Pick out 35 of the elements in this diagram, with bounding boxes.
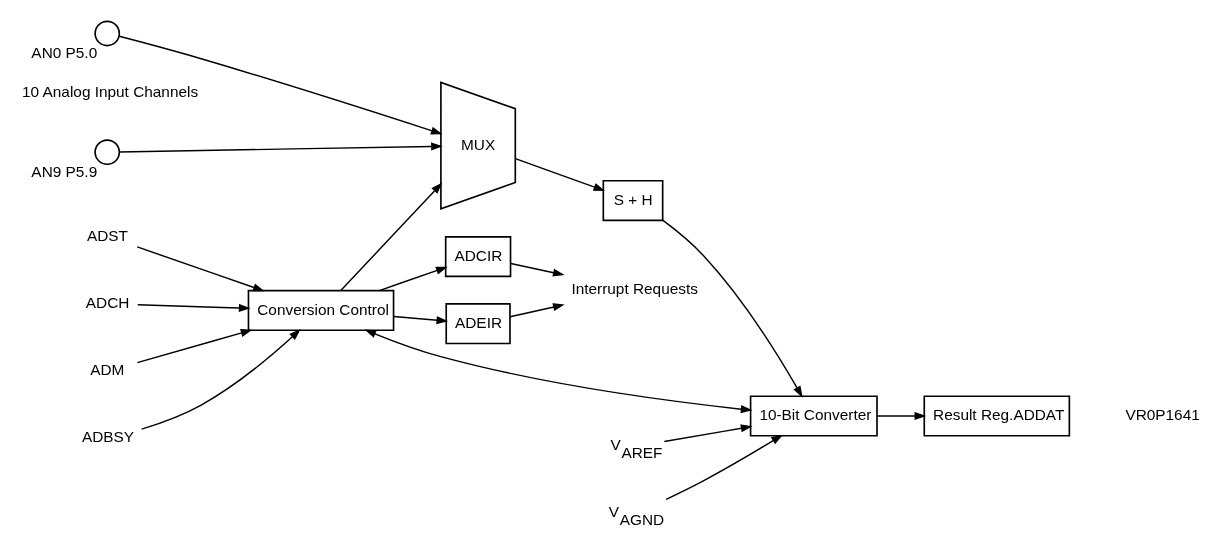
arrow — [340, 182, 443, 291]
arrow — [510, 262, 565, 277]
node-text: ADM — [90, 360, 125, 378]
arrow — [392, 315, 449, 324]
node-label: AN0 P5.0 — [31, 43, 98, 61]
node-label: AN9 P5.9 — [31, 162, 98, 180]
arrow — [141, 328, 301, 430]
label: 10 Analog Input Channels — [22, 82, 199, 100]
node-text: ADST — [86, 226, 128, 244]
arrow — [661, 218, 803, 398]
arrow — [136, 245, 265, 291]
node-circle — [94, 138, 121, 165]
node-box: Result Reg.ADDAT — [923, 394, 1071, 437]
arrow — [509, 302, 565, 317]
node-box: ADEIR — [445, 302, 511, 344]
arrow — [514, 157, 606, 191]
node-text: ADCH — [85, 293, 130, 311]
node-circle — [94, 20, 121, 46]
arrow — [876, 411, 927, 420]
node-box: MUX — [440, 80, 517, 210]
node-box: 10-Bit Converter — [749, 394, 878, 437]
arrow — [137, 303, 251, 312]
arrow — [378, 266, 448, 291]
node-text: Interrupt Requests — [571, 279, 698, 297]
node-text: ADBSY — [81, 427, 135, 445]
arrow — [663, 423, 753, 442]
arrow — [364, 328, 753, 413]
node-box: S + H — [602, 179, 664, 221]
arrow — [665, 434, 783, 500]
arrow — [118, 141, 443, 153]
arrow — [136, 328, 253, 363]
label: VR0P1641 — [1125, 405, 1200, 423]
arrow — [118, 35, 443, 135]
node-box: ADCIR — [444, 235, 512, 277]
node-box: Conversion Control — [247, 289, 395, 331]
